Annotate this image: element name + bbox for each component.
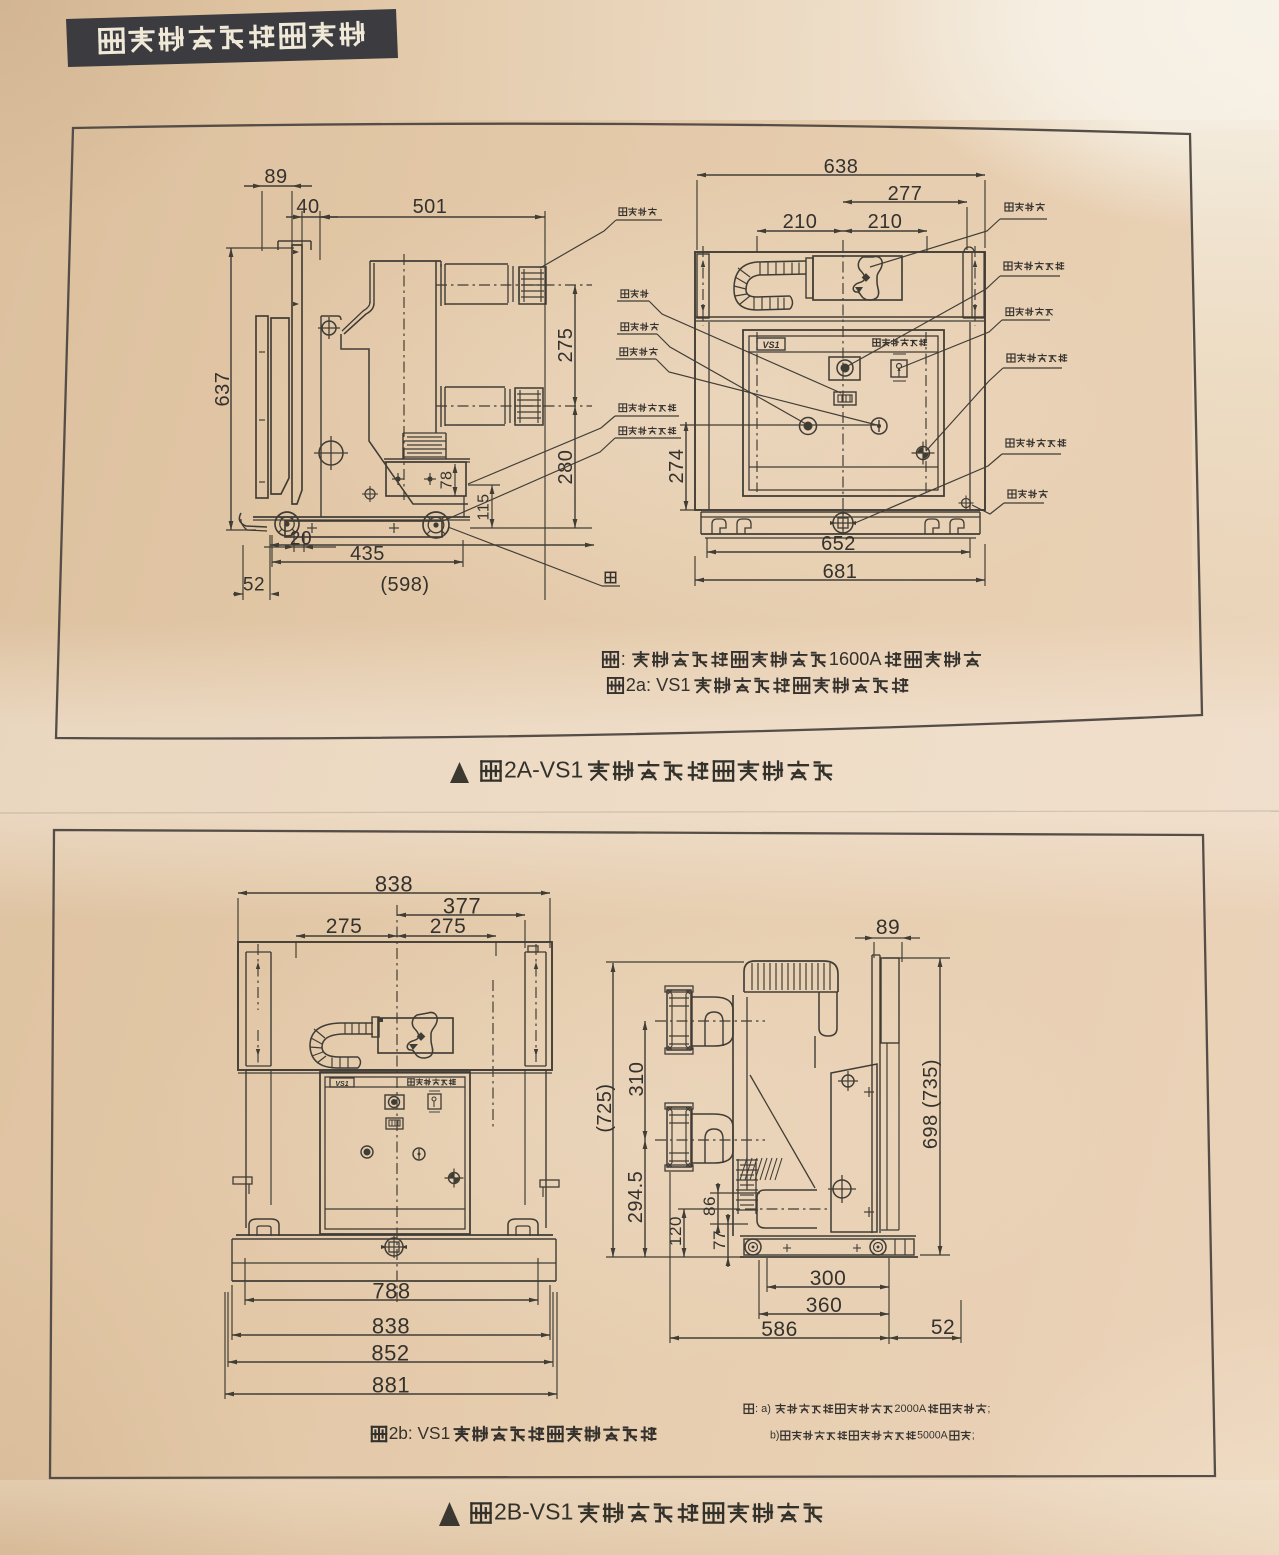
svg-text:377: 377 [443,894,481,919]
svg-text:40: 40 [296,196,319,218]
svg-text:852: 852 [371,1341,409,1366]
svg-text:89: 89 [876,916,900,939]
svg-text:210: 210 [783,211,818,233]
svg-text:78: 78 [439,471,456,490]
svg-text:275: 275 [555,328,577,363]
svg-text:2a: VS1: 2a: VS1 [626,675,691,695]
svg-text:77: 77 [710,1230,729,1250]
svg-text:637: 637 [212,372,234,407]
svg-text:275: 275 [326,915,363,938]
svg-text:310: 310 [626,1062,648,1097]
svg-text:b): b) [770,1430,779,1442]
svg-text:;: ; [987,1403,990,1415]
svg-text:5000A: 5000A [917,1430,949,1442]
svg-text:52: 52 [243,575,265,596]
svg-text:120: 120 [666,1216,685,1246]
svg-text:652: 652 [821,533,856,555]
svg-text:275: 275 [430,915,467,938]
svg-text:VS1: VS1 [762,340,779,350]
svg-text:2B-VS1: 2B-VS1 [494,1499,573,1525]
svg-text:(725): (725) [594,1083,616,1132]
svg-text:(598): (598) [380,574,429,596]
svg-text:210: 210 [868,211,903,233]
svg-text:838: 838 [375,872,413,897]
svg-text:: a): : a) [755,1403,771,1415]
svg-text:115: 115 [476,493,493,520]
svg-text:881: 881 [372,1373,410,1398]
svg-text:274: 274 [666,449,688,484]
svg-text:2000A: 2000A [894,1403,926,1415]
svg-text:VS1: VS1 [335,1081,348,1088]
svg-text:360: 360 [806,1294,843,1317]
svg-text:638: 638 [824,156,859,178]
svg-text:501: 501 [413,196,448,218]
svg-text:698 (735): 698 (735) [920,1059,942,1149]
svg-text:2b: VS1: 2b: VS1 [389,1423,451,1443]
svg-text:86: 86 [700,1196,719,1216]
svg-text:89: 89 [264,166,287,188]
svg-text:;: ; [972,1430,975,1442]
svg-text:294.5: 294.5 [625,1171,647,1224]
svg-text:788: 788 [372,1279,410,1304]
svg-text:586: 586 [761,1318,798,1341]
svg-text:277: 277 [888,183,923,205]
svg-text:2A-VS1: 2A-VS1 [504,757,583,783]
svg-text:1600A: 1600A [829,649,882,669]
svg-text::: : [621,649,626,669]
svg-text:300: 300 [810,1267,847,1290]
svg-text:20: 20 [290,529,312,550]
svg-text:435: 435 [350,543,385,565]
svg-text:681: 681 [823,561,858,583]
svg-text:838: 838 [372,1314,410,1339]
svg-text:52: 52 [931,1316,955,1339]
